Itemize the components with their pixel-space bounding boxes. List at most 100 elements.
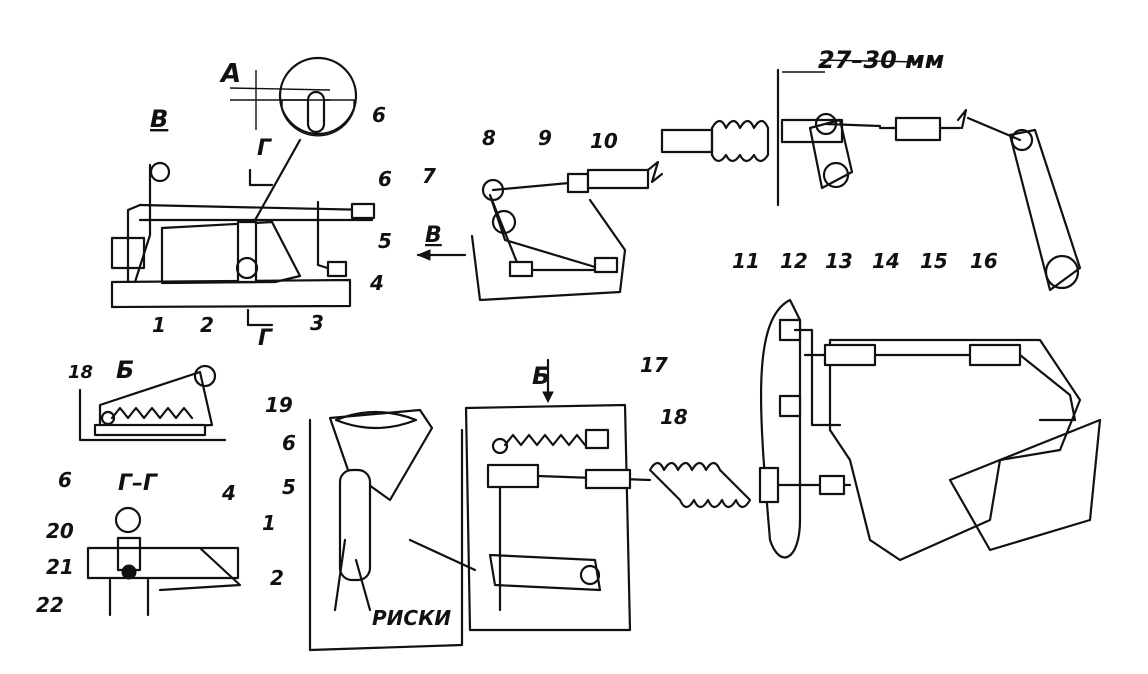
label-5: 5: [378, 229, 392, 253]
view-b-plate: [98, 370, 214, 432]
label-18-left: 18: [68, 362, 93, 383]
mount-plate: [470, 198, 627, 302]
lever-5-outline: [328, 408, 434, 502]
detail-dim-line-1: [229, 87, 331, 91]
spring-18: [110, 406, 194, 420]
detail-a-circle: [229, 56, 358, 137]
rod-14: [824, 122, 882, 128]
label-6-mid: 6: [378, 167, 392, 191]
lower-lever-arm: [1018, 353, 1077, 422]
leader-g-line: [252, 138, 302, 224]
mid-panel: [464, 403, 632, 632]
section-gg-shaft-6: [114, 506, 142, 534]
section-gg: [86, 506, 242, 617]
bolt-2: [236, 220, 258, 284]
rubber-boot: [710, 119, 770, 163]
bell-crank-13: [808, 118, 854, 190]
lever-assembly-7-8: [470, 160, 664, 302]
bracket-11: [793, 328, 842, 427]
link-arm: [491, 180, 582, 192]
label-6-marks: 6: [282, 431, 296, 455]
label-14: 14: [872, 249, 900, 273]
section-gg-body: [86, 546, 240, 580]
shaft-end: [350, 202, 376, 220]
nut-18: [584, 428, 610, 450]
lower-lever-hole: [579, 564, 601, 586]
label-4: 4: [369, 271, 384, 295]
lower-lever: [488, 553, 602, 592]
label-5-marks: 5: [282, 475, 296, 499]
label-9: 9: [538, 126, 552, 150]
label-view-a: А: [219, 59, 241, 89]
rod-end: [660, 128, 714, 154]
lower-rubber-boot: [648, 461, 752, 509]
label-19: 19: [265, 393, 293, 417]
label-11: 11: [732, 249, 760, 273]
label-section-g-bottom: Г: [258, 326, 273, 351]
upper-linkage: [660, 59, 1082, 292]
rod-10: [586, 168, 650, 190]
label-3: 3: [310, 311, 324, 335]
view-b-post-19: [193, 364, 217, 388]
label-2: 2: [200, 313, 214, 337]
view-arrow-b-head: [542, 391, 554, 404]
view-b-frame: [78, 388, 227, 442]
rod-break-2: [956, 108, 968, 130]
adjust-nut-9: [566, 172, 590, 194]
mount-nut-right: [593, 256, 619, 274]
mount-nut-left: [508, 260, 534, 278]
dim-leader: [819, 59, 921, 63]
section-view-v: [110, 138, 376, 327]
bell-crank-hole: [822, 161, 850, 189]
mark-leader-1: [333, 538, 347, 612]
arrow-v: [416, 249, 467, 261]
section-g-top-marker: [248, 168, 274, 187]
shaft-6-section: [334, 410, 418, 430]
label-marks: РИСКИ: [372, 606, 451, 630]
lever-hole: [491, 209, 517, 235]
view-b-spring-bracket: [78, 364, 227, 442]
lever-16-bottom-hole: [1044, 254, 1080, 290]
label-view-v-arrow: В: [425, 223, 442, 248]
label-12: 12: [780, 249, 808, 273]
spring-housing: [110, 236, 146, 270]
arrow-v-head: [416, 249, 431, 261]
shaft-body: [338, 468, 372, 582]
base-plate-3: [110, 278, 352, 309]
label-13: 13: [825, 249, 853, 273]
detail-pin: [306, 90, 326, 134]
spring-17: [503, 433, 587, 447]
marks-frame: [308, 418, 464, 652]
firewall-curve: [759, 298, 802, 559]
bracket-1: [126, 163, 152, 284]
boot-rod-nut: [818, 474, 846, 496]
spring-17-anchor: [491, 437, 509, 455]
mark-leader-3: [408, 538, 477, 572]
section-g-bottom-marker: [246, 308, 274, 327]
body-lower-wedge: [948, 418, 1102, 552]
label-dimension: 27–30 мм: [818, 46, 944, 74]
shaft-marks-view: [308, 408, 477, 652]
label-1-gg: 1: [262, 511, 276, 535]
label-6-gg: 6: [58, 468, 72, 492]
section-gg-ball-22: [121, 564, 137, 580]
label-view-b-top: Б: [116, 356, 134, 384]
lower-rod-clevis-right: [968, 343, 1022, 367]
label-22: 22: [36, 593, 64, 617]
pivot-top: [149, 161, 171, 183]
body-panel: [828, 338, 1082, 562]
label-8: 8: [482, 126, 496, 150]
mark-leader-2: [354, 558, 372, 612]
label-17: 17: [640, 353, 668, 377]
shaft-6: [138, 203, 374, 212]
view-b-base-4: [93, 423, 207, 437]
clevis: [486, 463, 540, 489]
label-section-g-top: Г: [257, 136, 272, 161]
push-rod-nut: [584, 468, 632, 490]
label-10: 10: [590, 129, 618, 153]
nut-4: [326, 260, 348, 278]
lower-right-assembly: [648, 298, 1102, 562]
view-b-mid-assembly: [464, 358, 652, 632]
